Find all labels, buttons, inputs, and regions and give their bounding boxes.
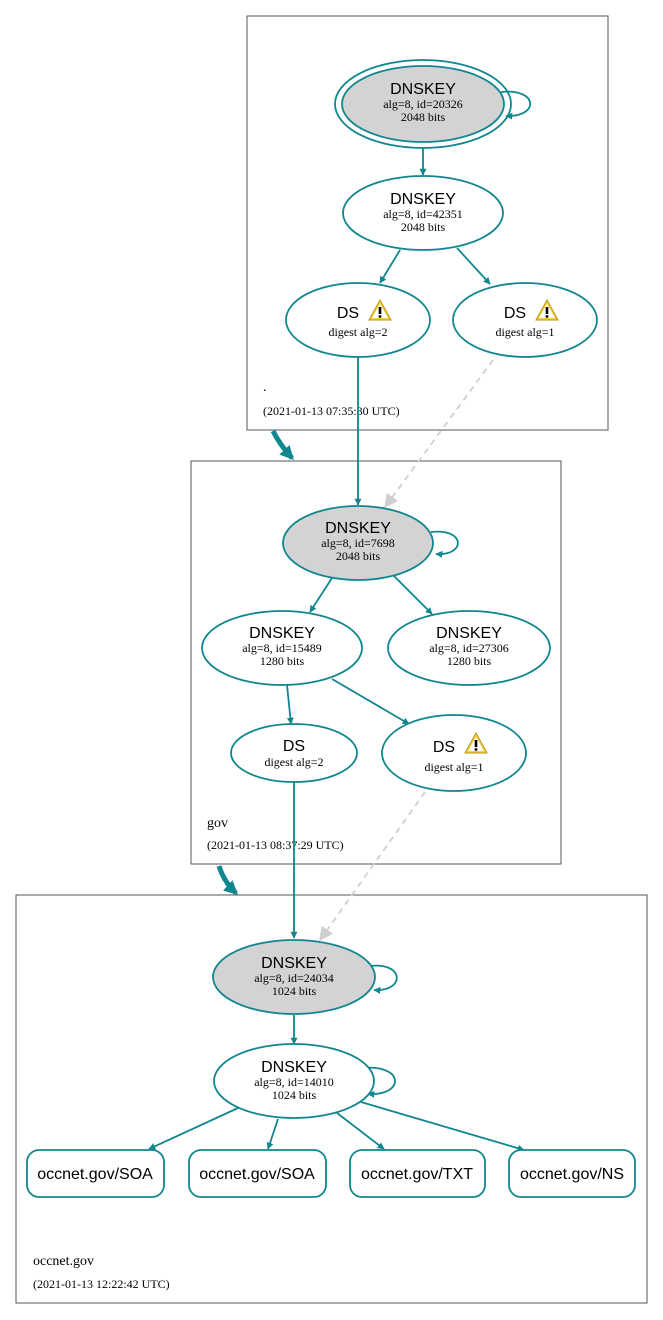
edge-occnet-zsk-txt <box>336 1112 385 1150</box>
gov-ds-a-node: DS digest alg=2 <box>230 723 358 783</box>
edges <box>148 90 532 1152</box>
root-ds-a-node: DS digest alg=2 <box>285 282 431 358</box>
root-ds-a-ellipse <box>285 282 431 358</box>
occnet-record-soa-2: occnet.gov/SOA <box>188 1149 327 1198</box>
edge-occnet-zsk-self <box>361 1066 396 1098</box>
gov-ksk-title: DNSKEY <box>325 520 391 537</box>
occnet-record-ns-label: occnet.gov/NS <box>520 1166 624 1183</box>
root-ds-a-title: DS <box>337 305 359 322</box>
root-ds-b-node: DS digest alg=1 <box>452 282 598 358</box>
gov-ksk-bits: 2048 bits <box>336 549 381 563</box>
occnet-ksk-title: DNSKEY <box>261 955 327 972</box>
gov-zsk-b-bits: 1280 bits <box>447 654 492 668</box>
edge-gov-ksk-zsk-b <box>393 575 433 615</box>
zone-root-timestamp: (2021-01-13 07:35:30 UTC) <box>263 404 400 418</box>
root-ksk-bits: 2048 bits <box>401 110 446 124</box>
zone-gov-timestamp: (2021-01-13 08:37:29 UTC) <box>207 838 344 852</box>
root-ksk-outer-ring <box>334 59 512 149</box>
gov-ds-b-digest: digest alg=1 <box>424 760 483 774</box>
occnet-zsk-node: DNSKEY alg=8, id=14010 1024 bits <box>213 1043 375 1119</box>
gov-zsk-a-alg: alg=8, id=15489 <box>242 641 322 655</box>
zone-occnet-timestamp: (2021-01-13 12:22:42 UTC) <box>33 1277 170 1291</box>
edge-occnet-zsk-soa-1 <box>148 1107 239 1150</box>
gov-ds-a-ellipse <box>230 723 358 783</box>
occnet-ksk-bits: 1024 bits <box>272 984 317 998</box>
gov-ksk-node: DNSKEY alg=8, id=7698 2048 bits <box>282 505 434 581</box>
occnet-record-soa-2-box <box>188 1149 327 1198</box>
gov-ds-b-ellipse <box>381 714 527 792</box>
occnet-record-soa-2-label: occnet.gov/SOA <box>199 1166 315 1183</box>
root-ksk-title: DNSKEY <box>390 81 456 98</box>
occnet-zsk-title: DNSKEY <box>261 1059 327 1076</box>
delegation-arrow-root-gov <box>270 429 294 461</box>
gov-ksk-ellipse <box>282 505 434 581</box>
gov-zsk-b-node: DNSKEY alg=8, id=27306 1280 bits <box>387 610 551 686</box>
gov-ds-a-title: DS <box>283 738 305 755</box>
gov-zsk-b-alg: alg=8, id=27306 <box>429 641 509 655</box>
root-ds-a-digest: digest alg=2 <box>328 325 387 339</box>
gov-ds-b-title: DS <box>433 739 455 756</box>
edge-gov-zsk-a-ds-a <box>286 684 294 725</box>
edge-gov-ksk-self <box>430 530 459 558</box>
root-ds-b-digest: digest alg=1 <box>495 325 554 339</box>
edge-root-zsk-ds-b <box>456 247 491 285</box>
edge-root-ksk-self <box>500 90 532 120</box>
zone-occnet-name: occnet.gov <box>33 1254 94 1269</box>
occnet-record-ns: occnet.gov/NS <box>508 1149 636 1198</box>
delegation-arrow-gov-occnet <box>216 865 239 895</box>
gov-ksk-alg: alg=8, id=7698 <box>321 536 395 550</box>
gov-ds-a-digest: digest alg=2 <box>264 755 323 769</box>
occnet-record-soa-1-label: occnet.gov/SOA <box>37 1166 153 1183</box>
occnet-ksk-node: DNSKEY alg=8, id=24034 1024 bits <box>212 939 376 1015</box>
root-ds-b-ellipse <box>452 282 598 358</box>
root-ksk-alg: alg=8, id=20326 <box>383 97 463 111</box>
zone-root-name: . <box>263 380 267 395</box>
edge-gov-ksk-zsk-a <box>309 577 333 613</box>
zone-gov-name: gov <box>207 816 228 831</box>
root-zsk-ellipse <box>342 175 504 251</box>
root-ksk-ellipse <box>341 65 505 143</box>
occnet-record-txt-label: occnet.gov/TXT <box>361 1166 473 1183</box>
occnet-record-txt: occnet.gov/TXT <box>349 1149 486 1198</box>
gov-zsk-b-title: DNSKEY <box>436 625 502 642</box>
occnet-record-soa-1: occnet.gov/SOA <box>26 1149 165 1198</box>
gov-zsk-a-title: DNSKEY <box>249 625 315 642</box>
occnet-zsk-alg: alg=8, id=14010 <box>254 1075 334 1089</box>
occnet-record-txt-box <box>349 1149 486 1198</box>
occnet-zsk-ellipse <box>213 1043 375 1119</box>
occnet-ksk-ellipse <box>212 939 376 1015</box>
occnet-ksk-alg: alg=8, id=24034 <box>254 971 334 985</box>
gov-ds-b-node: DS digest alg=1 <box>381 714 527 792</box>
root-ksk-node: DNSKEY alg=8, id=20326 2048 bits <box>334 59 512 149</box>
root-zsk-alg: alg=8, id=42351 <box>383 207 463 221</box>
gov-zsk-a-bits: 1280 bits <box>260 654 305 668</box>
occnet-record-ns-box <box>508 1149 636 1198</box>
root-zsk-bits: 2048 bits <box>401 220 446 234</box>
edge-occnet-ksk-self <box>369 964 398 994</box>
edge-root-zsk-ds-a <box>379 249 401 284</box>
edge-occnet-zsk-soa-2 <box>266 1118 279 1150</box>
root-ds-b-title: DS <box>504 305 526 322</box>
edge-gov-zsk-a-ds-b <box>331 678 410 725</box>
occnet-zsk-bits: 1024 bits <box>272 1088 317 1102</box>
gov-zsk-a-ellipse <box>201 610 363 686</box>
gov-zsk-a-node: DNSKEY alg=8, id=15489 1280 bits <box>201 610 363 686</box>
edge-gov-ds-b-occnet-ksk <box>319 791 426 942</box>
edge-occnet-zsk-ns <box>360 1101 525 1152</box>
root-zsk-title: DNSKEY <box>390 191 456 208</box>
root-zsk-node: DNSKEY alg=8, id=42351 2048 bits <box>342 175 504 251</box>
occnet-record-soa-1-box <box>26 1149 165 1198</box>
gov-zsk-b-ellipse <box>387 610 551 686</box>
edge-root-ds-b-gov-ksk <box>384 359 494 509</box>
